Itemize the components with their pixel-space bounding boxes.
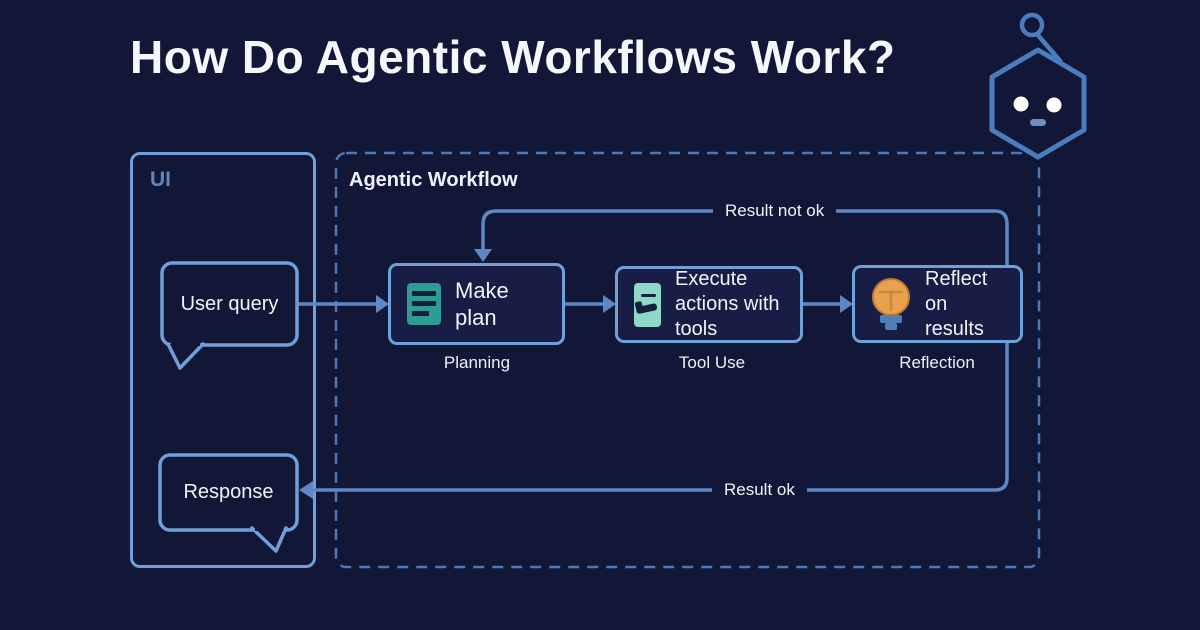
plan-list-icon	[407, 283, 441, 325]
page-title: How Do Agentic Workflows Work?	[130, 31, 896, 83]
tool-use-caption: Tool Use	[678, 353, 746, 372]
user-query-bubble	[160, 261, 299, 370]
arrowhead-into-make-plan	[474, 249, 492, 262]
make-plan-label: Make plan	[455, 277, 509, 331]
result-not-ok-label: Result not ok	[713, 199, 837, 223]
robot-head-icon	[989, 12, 1087, 160]
arrowhead-into-reflect	[840, 295, 853, 313]
reflection-caption: Reflection	[899, 353, 975, 372]
execute-actions-box: Execute actions with tools	[615, 266, 803, 343]
make-plan-box: Make plan	[388, 263, 565, 345]
loop-path	[311, 209, 1009, 492]
lightbulb-icon	[872, 278, 910, 330]
agentic-workflow-container	[334, 151, 1041, 569]
execute-actions-label: Execute actions with tools	[675, 268, 780, 340]
response-label: Response	[183, 481, 274, 503]
ui-panel-label: UI	[150, 168, 171, 191]
reflect-results-label: Reflect on results	[925, 267, 988, 340]
robot-right-eye	[1046, 97, 1062, 113]
arrowhead-into-execute	[603, 295, 616, 313]
agentic-workflow-label: Agentic Workflow	[349, 169, 518, 191]
arrowhead-into-plan-left	[376, 295, 389, 313]
ui-panel	[130, 152, 316, 568]
response-bubble	[158, 453, 299, 553]
planning-caption: Planning	[443, 353, 511, 372]
user-query-label: User query	[180, 292, 279, 315]
result-ok-label: Result ok	[712, 478, 807, 502]
wrench-tool-icon	[634, 282, 661, 327]
robot-mouth	[1030, 119, 1046, 126]
reflect-results-box: Reflect on results	[852, 265, 1023, 343]
robot-left-eye	[1013, 96, 1029, 112]
arrowhead-into-response	[299, 481, 313, 499]
